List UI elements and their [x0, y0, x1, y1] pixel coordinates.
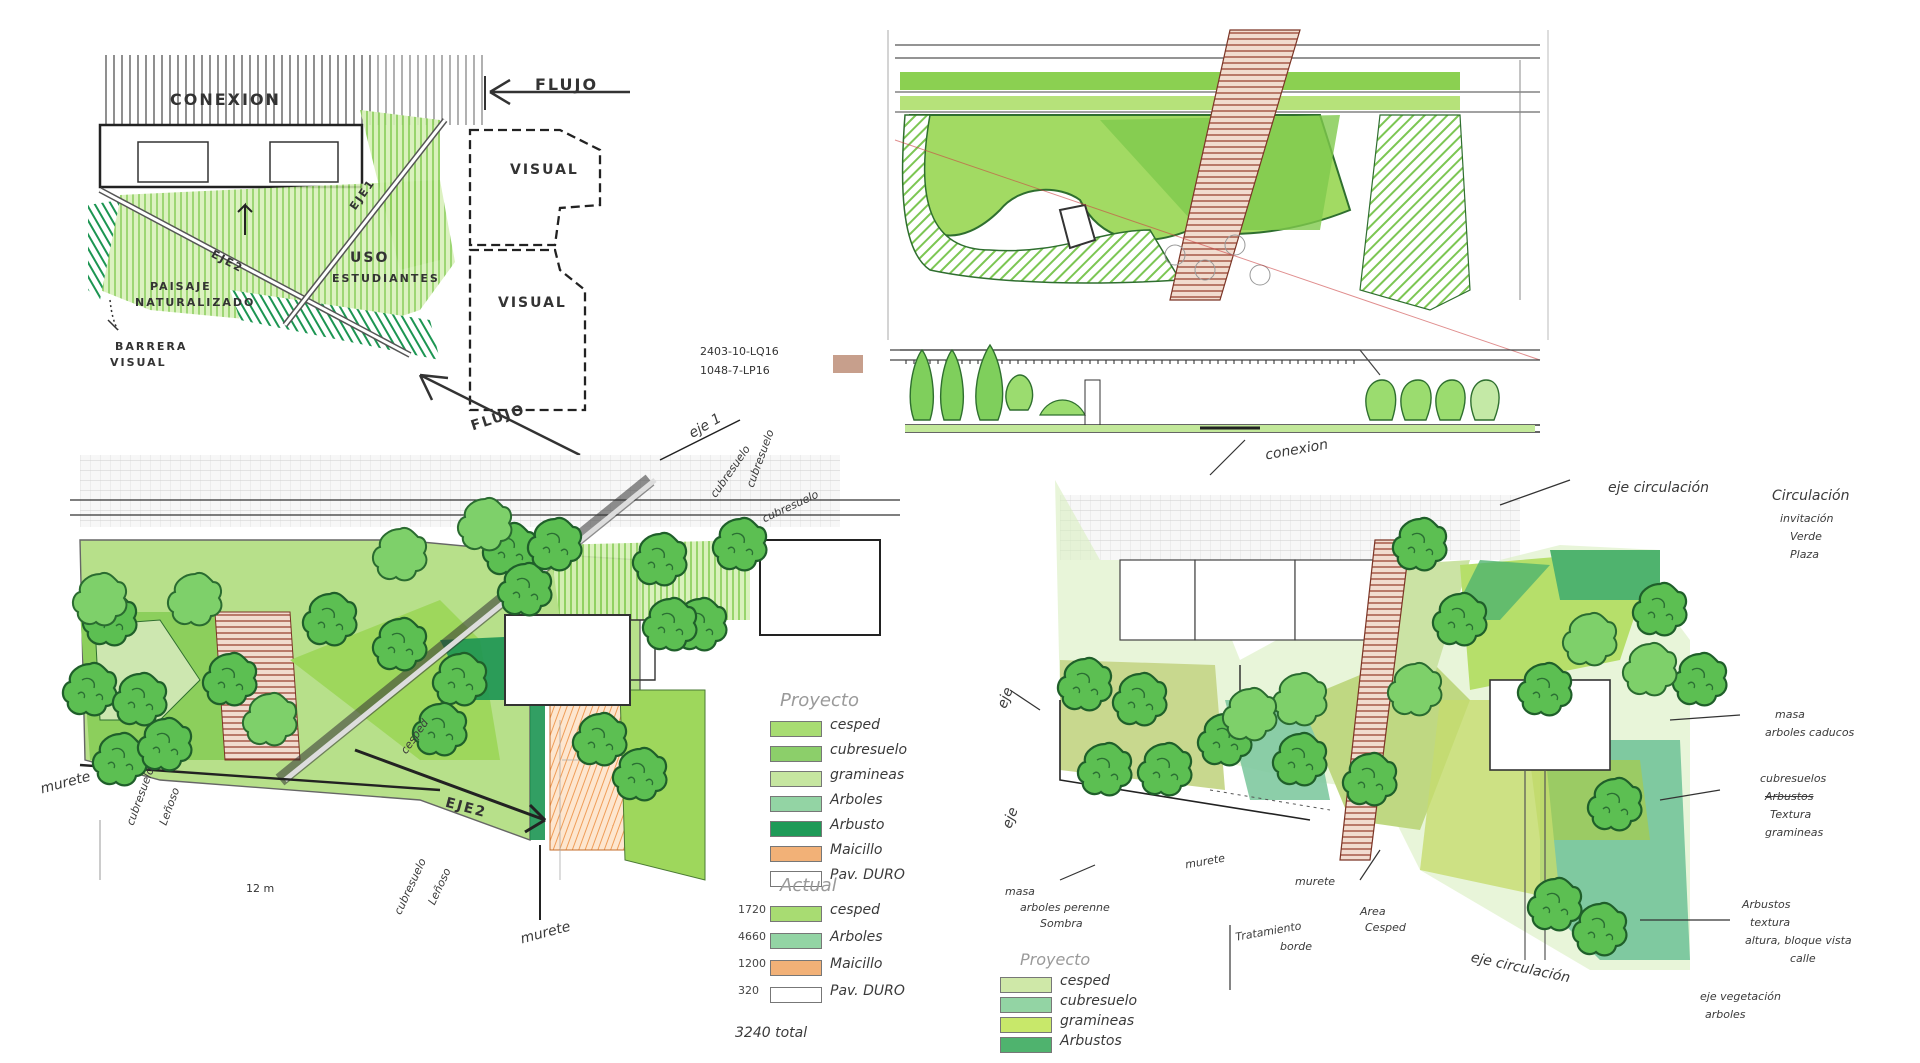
- legend-area-value: 1720: [738, 903, 766, 916]
- label-arboles-caducos: arboles caducos: [1765, 726, 1855, 739]
- legend4-title: Proyecto: [1020, 950, 1091, 969]
- legend-label: Arboles: [830, 929, 883, 945]
- legend-label: Maicillo: [830, 956, 883, 972]
- legend-area-value: 1200: [738, 957, 766, 970]
- legend-swatch: [770, 846, 822, 862]
- legend-label: Arboles: [830, 792, 883, 808]
- legend-swatch: [770, 871, 822, 887]
- label-eje-circulacion-top: eje circulación: [1608, 480, 1709, 496]
- legend-label: Pav. DURO: [830, 983, 905, 999]
- legend-label: cubresuelo: [830, 742, 908, 758]
- label-visual-1: VISUAL: [510, 162, 579, 178]
- legend-row: cesped 1720: [738, 900, 880, 927]
- legend-row: Maicillo: [770, 840, 882, 865]
- label-visual-3: VISUAL: [110, 356, 167, 369]
- sketch1-concept: [88, 55, 630, 457]
- legend-swatch: [770, 933, 822, 949]
- legend-label: Arbustos: [1060, 1033, 1122, 1049]
- label-verde: Verde: [1790, 530, 1822, 543]
- legend-label: Pav. DURO: [830, 867, 905, 883]
- label-total: 3240 total: [735, 1025, 808, 1041]
- label-textura-r: textura: [1750, 916, 1791, 929]
- legend-swatch: [770, 796, 822, 812]
- label-eje-vegetacion-arboles: arboles: [1705, 1008, 1746, 1021]
- legend-row: Arbustos: [1000, 1031, 1122, 1053]
- legend-label: cesped: [830, 717, 880, 733]
- label-borde: borde: [1280, 940, 1312, 953]
- label-conexion: CONEXION: [170, 90, 281, 109]
- legend-label: gramineas: [830, 767, 905, 783]
- label-barrera: BARRERA: [115, 340, 188, 353]
- legend-swatch: [1000, 997, 1052, 1013]
- legend-actual-title: Actual: [780, 875, 837, 896]
- code-line-2: 1048-7-LP16: [700, 364, 770, 377]
- legend-swatch: [770, 771, 822, 787]
- label-calle: calle: [1790, 952, 1816, 965]
- legend-label: gramineas: [1060, 1013, 1135, 1029]
- legend-area-value: 4660: [738, 930, 766, 943]
- legend-row: cubresuelo: [1000, 991, 1137, 1013]
- code-swatch: [833, 355, 863, 373]
- label-dimension: 12 m: [246, 882, 275, 895]
- legend-swatch: [770, 721, 822, 737]
- legend-swatch: [770, 821, 822, 837]
- legend-swatch: [1000, 1017, 1052, 1033]
- label-circulacion: Circulación: [1772, 488, 1850, 504]
- legend-label: cesped: [830, 902, 880, 918]
- label-gramineas-s4: gramineas: [1765, 826, 1824, 839]
- label-eje-vegetacion: eje vegetación: [1700, 990, 1781, 1003]
- label-area: Area: [1360, 905, 1386, 918]
- legend-row: Pav. DURO: [770, 865, 905, 890]
- legend-swatch: [770, 746, 822, 762]
- legend-swatch: [770, 906, 822, 922]
- legend-row: gramineas: [1000, 1011, 1134, 1033]
- label-naturalizado: NATURALIZADO: [135, 296, 256, 309]
- legend-label: Maicillo: [830, 842, 883, 858]
- label-plaza: Plaza: [1790, 548, 1819, 561]
- legend-swatch: [770, 960, 822, 976]
- label-cubresuelos: cubresuelos: [1760, 772, 1827, 785]
- legend-proyecto-title: Proyecto: [780, 690, 859, 711]
- label-flujo-top: FLUJO: [535, 75, 599, 94]
- legend-label: Arbusto: [830, 817, 885, 833]
- sketch4-plan: [1009, 439, 1741, 990]
- label-altura: altura, bloque vista: [1745, 934, 1852, 947]
- legend-swatch: [1000, 1037, 1052, 1053]
- legend-row: Arboles: [770, 790, 883, 815]
- label-visual-2: VISUAL: [498, 295, 567, 311]
- label-paisaje: PAISAJE: [150, 280, 212, 293]
- legend-row: Arboles 4660: [738, 927, 883, 954]
- legend-row: Arbusto: [770, 815, 884, 840]
- legend-row: Maicillo 1200: [738, 954, 882, 981]
- label-estudiantes: ESTUDIANTES: [332, 272, 440, 285]
- sketch3-plan: [61, 419, 900, 920]
- code-line-1: 2403-10-LQ16: [700, 345, 779, 358]
- label-area-cesped: Cesped: [1365, 921, 1406, 934]
- legend-row: Pav. DURO 320: [738, 981, 905, 1008]
- legend-row: cesped: [770, 715, 880, 740]
- label-arbustos-r: Arbustos: [1742, 898, 1791, 911]
- label-uso: USO: [350, 250, 390, 266]
- legend-swatch: [1000, 977, 1052, 993]
- label-arboles-perenne: arboles perenne: [1020, 901, 1110, 914]
- label-arbustos-struck: Arbustos: [1765, 790, 1814, 803]
- legend-swatch: [770, 987, 822, 1003]
- legend-row: cesped: [1000, 971, 1110, 993]
- legend-area-value: 320: [738, 984, 759, 997]
- label-invitacion: invitación: [1780, 512, 1834, 525]
- label-sombra: Sombra: [1040, 917, 1083, 930]
- label-textura: Textura: [1770, 808, 1812, 821]
- sketch2-plan: [887, 29, 1549, 433]
- legend-label: cubresuelo: [1060, 993, 1138, 1009]
- label-murete-s4-2: murete: [1295, 875, 1336, 888]
- legend-row: cubresuelo: [770, 740, 907, 765]
- label-masa: masa: [1775, 708, 1805, 721]
- legend-label: cesped: [1060, 973, 1110, 989]
- legend-row: gramineas: [770, 765, 904, 790]
- label-masa-left: masa: [1005, 885, 1035, 898]
